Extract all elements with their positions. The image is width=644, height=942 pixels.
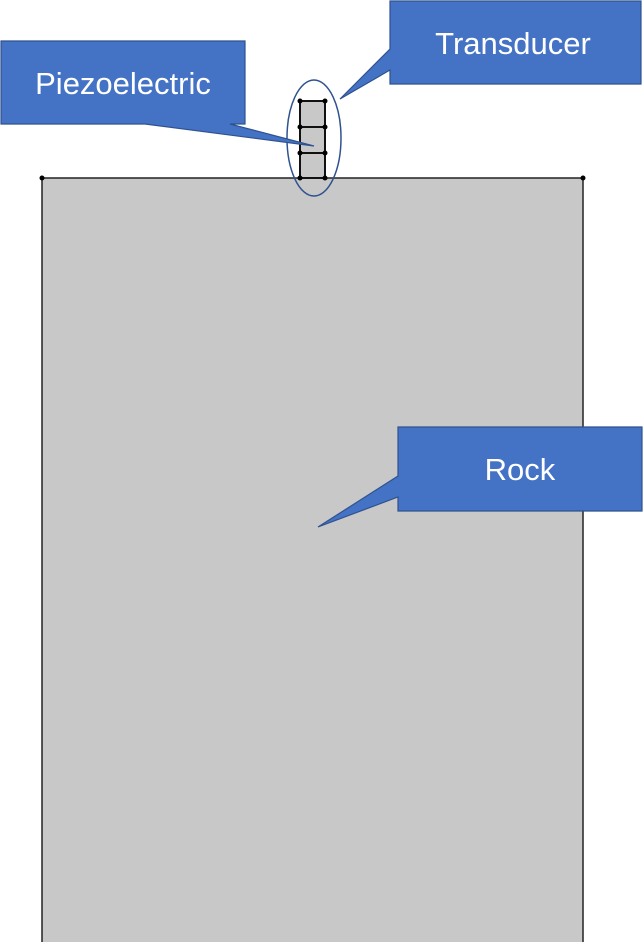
piezo-element [299, 100, 326, 128]
label-transducer: Transducer [435, 26, 591, 61]
label-piezoelectric: Piezoelectric [35, 66, 211, 101]
callout-transducer: Transducer [339, 0, 642, 100]
transducer-stack [297, 98, 328, 181]
transducer-ellipse [286, 79, 342, 197]
rock-domain [41, 177, 584, 942]
callout-rock: Rock [317, 426, 643, 528]
rock-corner-node [39, 175, 45, 181]
label-rock: Rock [485, 452, 556, 487]
piezo-element [299, 126, 326, 154]
rock-corner-node [580, 175, 586, 181]
callout-piezoelectric: Piezoelectric [0, 40, 315, 147]
piezo-element [299, 152, 326, 179]
